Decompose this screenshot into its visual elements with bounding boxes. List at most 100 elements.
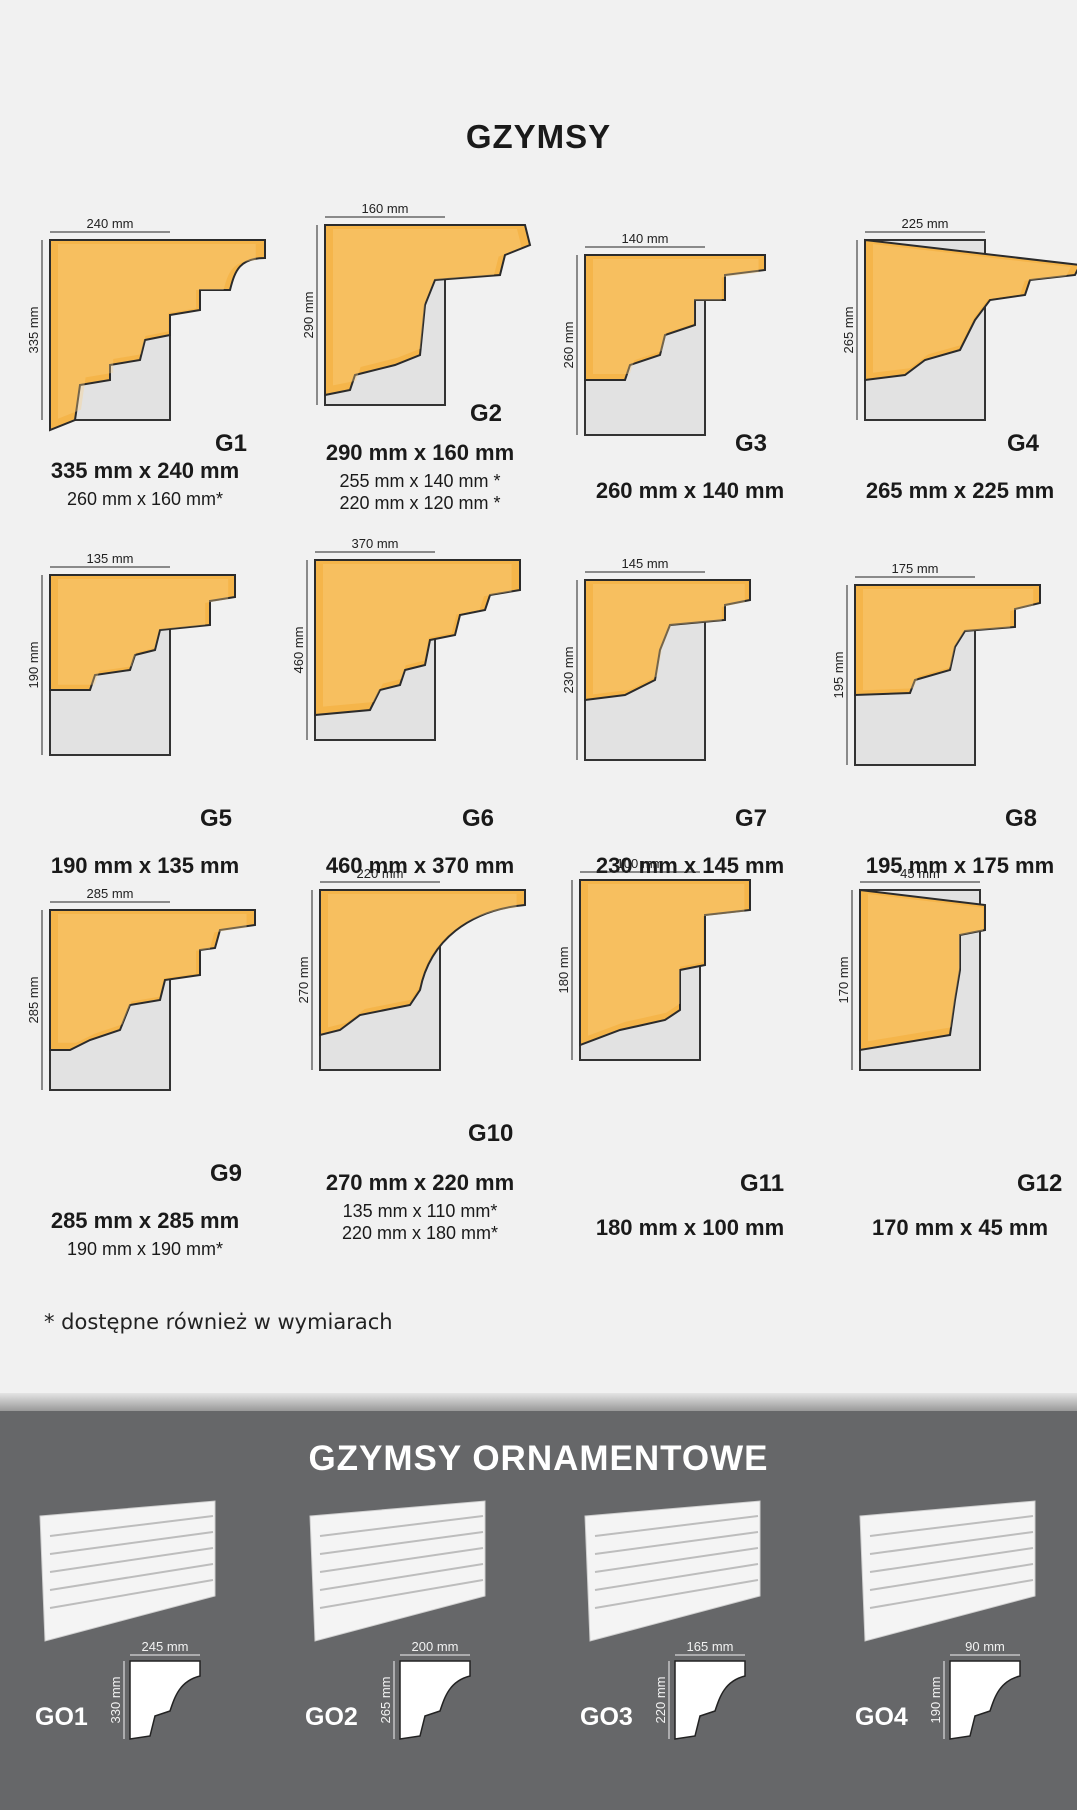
height-dimension-label: 335 mm xyxy=(26,307,41,354)
molding-highlight xyxy=(58,579,229,685)
height-dimension-label: 290 mm xyxy=(301,292,316,339)
molding-band xyxy=(49,1579,214,1609)
profile-drawing: 135 mm 190 mm xyxy=(26,551,236,756)
height-dimension-label: 190 mm xyxy=(26,642,41,689)
profile-outline xyxy=(674,1660,746,1740)
molding-highlight xyxy=(58,914,247,1043)
molding-band xyxy=(49,1515,214,1537)
molding-highlight xyxy=(593,584,745,695)
product-dimensions: 230 mm x 145 mm xyxy=(595,853,785,878)
molding-highlight xyxy=(588,884,745,1036)
height-dimension-label: 230 mm xyxy=(561,647,576,694)
molding-render xyxy=(309,1500,486,1642)
product-code: G2 xyxy=(470,400,503,427)
molding-band xyxy=(594,1531,759,1555)
molding-profile xyxy=(324,224,532,397)
width-dimension-label: 135 mm xyxy=(87,551,134,566)
molding-band xyxy=(49,1531,214,1555)
product-dimensions: 180 mm x 100 mm xyxy=(595,1215,785,1240)
profile-outline xyxy=(399,1660,471,1740)
product-dimensions: 270 mm x 220 mm xyxy=(325,1170,515,1195)
product-code: G1 xyxy=(215,430,248,457)
molding-band xyxy=(594,1579,759,1609)
product-code: G12 xyxy=(1017,1170,1063,1197)
product-card-g9: 285 mm 285 mm G9 285 mm x 285 mm 190 mm x 19… xyxy=(10,886,280,1290)
molding-render xyxy=(584,1500,761,1642)
page-title: GZYMSY xyxy=(465,118,612,155)
width-dimension-label: 285 mm xyxy=(87,886,134,901)
product-card-g11: 100 mm 180 mm G11 180 mm x 100 mm xyxy=(555,856,825,1290)
molding-band xyxy=(869,1515,1034,1537)
width-dimension-label: 140 mm xyxy=(622,231,669,246)
section-title: GZYMSY ORNAMENTOWE xyxy=(308,1439,769,1478)
profile-drawing: 220 mm 270 mm xyxy=(296,866,526,1071)
product-card-g7: 145 mm 230 mm G7 230 mm x 145 mm xyxy=(555,556,825,935)
molding-band xyxy=(594,1563,759,1591)
product-dimensions: 285 mm x 285 mm xyxy=(50,1208,240,1233)
product-dimensions: 170 mm x 45 mm xyxy=(871,1215,1049,1240)
alternative-dimensions: 190 mm x 190 mm* xyxy=(66,1239,224,1259)
width-dimension-label: 225 mm xyxy=(902,216,949,231)
height-dimension-label: 330 mm xyxy=(108,1677,123,1724)
ornamental-code: GO2 xyxy=(305,1703,358,1731)
footnote: * dostępne również w wymiarach xyxy=(44,1310,393,1334)
molding-profile xyxy=(579,879,751,1047)
ornamental-code: GO3 xyxy=(580,1703,633,1731)
molding-render xyxy=(859,1500,1036,1642)
molding-band xyxy=(869,1531,1034,1555)
width-dimension-label: 90 mm xyxy=(965,1639,1005,1654)
product-dimensions: 195 mm x 175 mm xyxy=(865,853,1055,878)
height-dimension-label: 180 mm xyxy=(556,947,571,994)
product-code: G4 xyxy=(1007,430,1040,457)
ornamental-drawing: 90 mm 190 mm xyxy=(859,1500,1036,1740)
product-code: G11 xyxy=(740,1170,785,1197)
product-dimensions: 290 mm x 160 mm xyxy=(325,440,515,465)
width-dimension-label: 160 mm xyxy=(362,201,409,216)
molding-band xyxy=(319,1515,484,1537)
alternative-dimensions: 220 mm x 120 mm * xyxy=(339,493,501,513)
height-dimension-label: 460 mm xyxy=(291,627,306,674)
width-dimension-label: 220 mm xyxy=(357,866,404,881)
molding-highlight xyxy=(868,894,983,1042)
product-dimensions: 335 mm x 240 mm xyxy=(50,458,240,483)
profile-drawing: 160 mm 290 mm xyxy=(301,201,532,406)
product-code: G9 xyxy=(210,1160,243,1187)
height-dimension-label: 220 mm xyxy=(653,1677,668,1724)
product-dimensions: 190 mm x 135 mm xyxy=(50,853,240,878)
height-dimension-label: 285 mm xyxy=(26,977,41,1024)
molding-profile xyxy=(49,909,256,1051)
width-dimension-label: 145 mm xyxy=(622,556,669,571)
width-dimension-label: 200 mm xyxy=(412,1639,459,1654)
product-code: G5 xyxy=(200,805,233,832)
product-dimensions: 260 mm x 140 mm xyxy=(595,478,785,503)
profile-drawing: 145 mm 230 mm xyxy=(561,556,751,761)
height-dimension-label: 190 mm xyxy=(928,1677,943,1724)
product-code: G7 xyxy=(735,805,768,832)
width-dimension-label: 245 mm xyxy=(142,1639,189,1654)
profile-drawing: 285 mm 285 mm xyxy=(26,886,256,1091)
height-dimension-label: 170 mm xyxy=(836,957,851,1004)
molding-profile xyxy=(584,254,766,381)
molding-profile xyxy=(854,584,1041,697)
width-dimension-label: 175 mm xyxy=(892,561,939,576)
molding-band xyxy=(869,1547,1034,1573)
height-dimension-label: 270 mm xyxy=(296,957,311,1004)
width-dimension-label: 100 mm xyxy=(617,856,664,871)
